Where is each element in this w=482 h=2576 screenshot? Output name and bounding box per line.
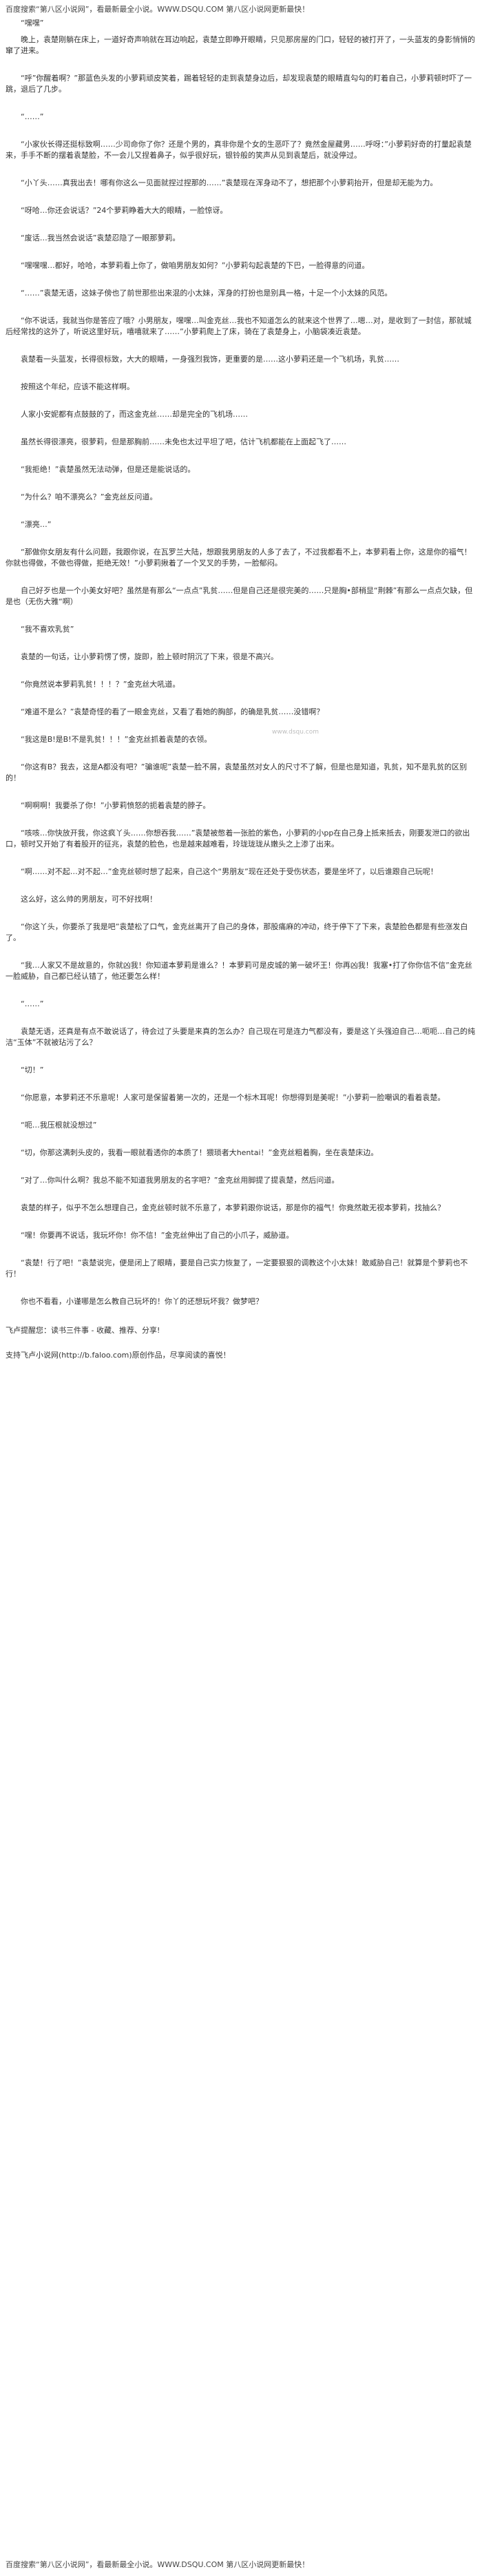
paragraph: “我不喜欢乳贫”	[21, 625, 74, 634]
paragraph: “为什么？咱不漂亮么？”金克丝反问道。	[21, 492, 158, 501]
footer-reminder: 飞卢提醒您：读书三件事 - 收藏、推荐、分享!	[6, 1326, 160, 1335]
paragraph: “……”袁楚无语，这妹子傍也了前世那些出来混的小太妹，浑身的打扮也是别具一格，十…	[21, 289, 392, 298]
paragraph: “切！”	[21, 1066, 44, 1074]
paragraph: 袁楚无语，还真是有点不敢说话了，待会过了头要是来真的怎么办？自己现在可是连力气都…	[6, 1027, 475, 1047]
paragraph: “我拒绝！”袁楚虽然无法动弹，但是还是能说话的。	[21, 465, 196, 474]
paragraph: “小丫头……真我出去！哪有你这么一见面就捏过捏那的……”袁楚现在浑身动不了，想把…	[21, 178, 438, 187]
paragraph: “我…人家又不是故意的，你就凶我！你知道本萝莉是谁么？！本萝莉可是皮城的第一破坏…	[6, 961, 472, 981]
paragraph: “袁楚！行了吧！”袁楚说完，便是闭上了眼睛，要是自己实力恢复了，一定要狠狠的调教…	[6, 1258, 468, 1278]
banner-bottom: 百度搜索“第八区小说网”，看最新最全小说。WWW.DSQU.COM 第八区小说网…	[6, 2560, 310, 2569]
paragraph: 晚上，袁楚刚躺在床上，一道好奇声响就在耳边响起，袁楚立即睁开眼睛，只见那房屋的门…	[6, 35, 475, 55]
paragraph: “你竟然说本萝莉乳贫！！！？”金克丝大吼道。	[21, 680, 180, 689]
paragraph: “你这丫头，你要杀了我是吧”袁楚松了口气，金克丝离开了自己的身体，那股痛麻的冲动…	[6, 922, 468, 942]
paragraph: 按照这个年纪，应该不能这样啊。	[21, 382, 134, 391]
paragraph: “你这有B？我去，这是A都没有吧？”骗谁呢”袁楚一脸不屑，袁楚虽然对女人的尺寸不…	[6, 762, 468, 782]
paragraph: “小家伙长得还挺标致啊……少司命你了你？还是个男的，真非你是个女的生恶吓了？竟然…	[6, 140, 472, 160]
paragraph: 这么好，这么帅的男朋友，可不好找啊！	[21, 895, 157, 904]
footer: 飞卢提醒您：读书三件事 - 收藏、推荐、分享! 支持飞卢小说网(http://b…	[6, 1325, 476, 1361]
paragraph: 虽然长得很漂亮，很萝莉，但是那胸前……未免也太过平坦了吧，估计飞机都能在上面起飞…	[21, 437, 346, 446]
paragraph: “漂亮…”	[21, 520, 52, 529]
paragraph: “我这是B!是B!不是乳贫！！！”金克丝抓着袁楚的衣领。	[21, 735, 212, 744]
paragraph: 袁楚的一句话，让小萝莉愣了愣，旋即，脸上顿时阴沉了下来，很是不高兴。	[21, 652, 278, 661]
paragraph: “呼”你醒着啊？”那蓝色头发的小萝莉顽皮笑着，踢着轻轻的走到袁楚身边后，却发现袁…	[6, 74, 472, 94]
paragraph: “嘿！你要再不说话，我玩坏你！你不信！”金克丝伸出了自己的小爪子，威胁道。	[21, 1231, 294, 1240]
paragraph: “难道不是么？”袁楚奇怪的看了一眼金克丝，又看了看她的胸部，的确是乳贫……没错啊…	[21, 707, 324, 716]
chapter-content: “嘿嘿” 晚上，袁楚刚躺在床上，一道好奇声响就在耳边响起，袁楚立即睁开眼睛，只见…	[6, 18, 476, 1307]
paragraph: “那做你女朋友有什么问题，我跟你说，在瓦罗兰大陆，想跟我男朋友的人多了去了，不过…	[6, 548, 472, 568]
paragraph: “你不说话，我就当你是答应了哦？小男朋友，嘿嘿…叫金克丝…我也不知道怎么的就来这…	[6, 316, 472, 336]
paragraph: 你也不看看，小谨哪是怎么教自己玩坏的！你丫的还想玩坏我？做梦吧？	[21, 1297, 263, 1306]
paragraph: 袁楚看一头蓝发，长得很标致，大大的眼睛，一身强烈我饰，更重要的是……这小萝莉还是…	[21, 355, 399, 364]
watermark: www.dsqu.com	[272, 729, 319, 736]
footer-support: 支持飞卢小说网(http://b.faloo.com)原创作品，尽享阅读的喜悦！	[6, 1351, 231, 1360]
paragraph: “呃…我压根就没想过”	[21, 1121, 97, 1130]
paragraph: “……”	[21, 999, 44, 1008]
paragraph: “废话…我当然会说话”袁楚忍隐了一眼那萝莉。	[21, 233, 180, 242]
paragraph: “……”	[21, 112, 44, 121]
paragraph: “呀哈…你还会说话？”24个萝莉睁着大大的眼睛，一脸惊讶。	[21, 206, 228, 215]
banner-top: 百度搜索“第八区小说网”，看最新最全小说。WWW.DSQU.COM 第八区小说网…	[6, 5, 310, 14]
paragraph: 袁楚的样子，似乎不怎么想理自己，金克丝顿时就不乐意了，本萝莉跟你说话，那是你的福…	[21, 1203, 445, 1212]
paragraph: “啊……对不起…对不起…”金克丝顿时想了起来，自己这个“男朋友”现在还处于受伤状…	[21, 867, 438, 876]
paragraph: “切，你那这满刺头皮的，我看一眼就看透你的本质了！猥琐者大hentai！”金克丝…	[21, 1148, 379, 1157]
paragraph: “你愿意，本萝莉还不乐意呢！人家可是保留着第一次的，还是一个标木耳呢！你想得到是…	[21, 1093, 446, 1102]
paragraph: “咳咳…你快放开我，你这疯丫头……你想吞我……”袁楚被憋着一张脸的紫色，小萝莉的…	[6, 829, 470, 849]
paragraph: “嘿嘿”	[21, 19, 44, 28]
paragraph: 自己好歹也是一个小美女好吧？虽然是有那么“一点点”乳贫……但是自己还是很完美的……	[6, 586, 473, 606]
paragraph: 人家小安妮都有点鼓鼓的了，而这金克丝……却是完全的飞机场……	[21, 410, 248, 419]
paragraph: “对了…你叫什么啊？我总不能不知道我男朋友的名字吧？”金克丝用脚提了提袁楚，然后…	[21, 1176, 339, 1185]
paragraph: “嘿嘿嘿…都好，哈哈，本萝莉看上你了，做咱男朋友如何？”小萝莉勾起袁楚的下巴，一…	[21, 261, 370, 270]
paragraph: “啊啊啊！我要杀了你！”小萝莉愤怒的扼着袁楚的脖子。	[21, 801, 211, 810]
